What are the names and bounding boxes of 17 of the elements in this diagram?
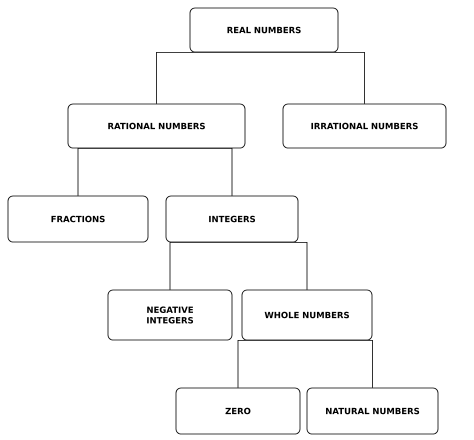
category-box: REAL NUMBERS — [190, 8, 338, 52]
category-box: FRACTIONS — [8, 196, 148, 242]
category-box: WHOLE NUMBERS — [242, 290, 372, 340]
connector-line — [306, 340, 373, 388]
connector-line — [232, 242, 308, 290]
connector-line — [78, 148, 157, 196]
connector-line — [156, 148, 232, 196]
category-box: RATIONAL NUMBERS — [68, 104, 246, 148]
connector-line — [156, 52, 264, 104]
connector-line — [264, 52, 365, 104]
category-box: IRRATIONAL NUMBERS — [282, 104, 446, 148]
category-box: NEGATIVE INTEGERS — [108, 290, 232, 340]
category-box: ZERO — [176, 388, 300, 434]
category-box: INTEGERS — [166, 196, 298, 242]
connector-line — [238, 340, 308, 388]
connector-line — [170, 242, 232, 290]
category-box: NATURAL NUMBERS — [306, 388, 438, 434]
